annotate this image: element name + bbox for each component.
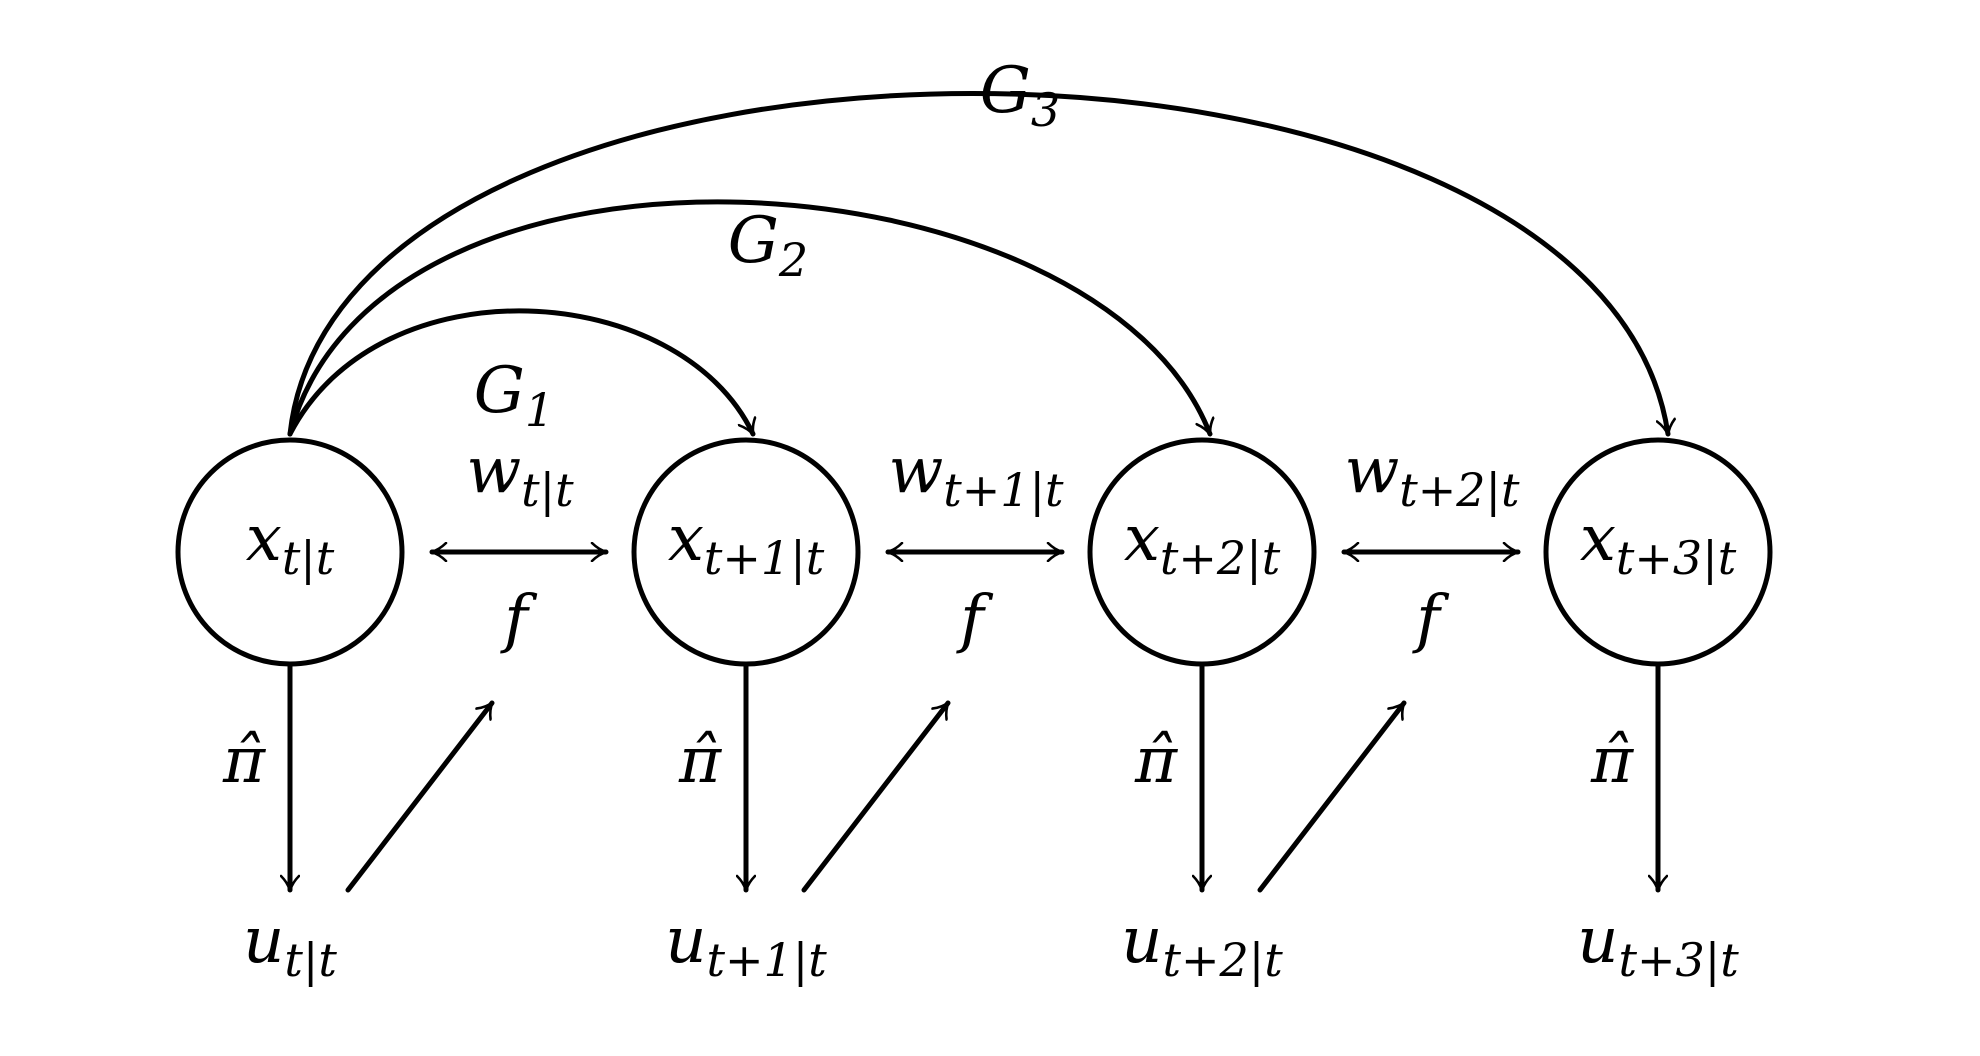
arc-label-g3: G3 <box>980 54 1060 137</box>
state-node-1 <box>631 437 861 667</box>
policy-label-2: π̂ <box>1134 724 1178 798</box>
state-label-1: xt+1|t <box>668 502 825 585</box>
arc-label-g1: G1 <box>474 354 554 437</box>
dynamics-label-0: f <box>500 582 538 656</box>
disturbance-label-1: wt+1|t <box>888 434 1064 517</box>
state-node-3 <box>1543 437 1773 667</box>
state-label-0: xt|t <box>246 502 335 585</box>
arc-label-g2: G2 <box>728 204 808 287</box>
dynamics-label-1: f <box>956 582 994 656</box>
state-node-0 <box>175 437 405 667</box>
policy-label-1: π̂ <box>678 724 722 798</box>
dynamics-arrow-1 <box>801 700 951 893</box>
state-label-2: xt+2|t <box>1124 502 1281 585</box>
state-node-2 <box>1087 437 1317 667</box>
policy-label-0: π̂ <box>222 724 266 798</box>
control-label-2: ut+2|t <box>1121 904 1283 987</box>
dynamics-arrow-2 <box>1257 700 1407 893</box>
policy-label-3: π̂ <box>1590 724 1634 798</box>
control-label-0: ut|t <box>243 904 337 987</box>
dynamics-arrow-0 <box>345 700 495 893</box>
arc-g3 <box>287 91 1668 437</box>
control-label-1: ut+1|t <box>665 904 827 987</box>
arc-g2 <box>287 199 1210 437</box>
arc-g1 <box>287 308 753 437</box>
state-label-3: xt+3|t <box>1580 502 1737 585</box>
disturbance-label-2: wt+2|t <box>1344 434 1520 517</box>
disturbance-label-0: wt|t <box>466 434 574 517</box>
control-label-3: ut+3|t <box>1577 904 1739 987</box>
dynamics-label-2: f <box>1412 582 1450 656</box>
